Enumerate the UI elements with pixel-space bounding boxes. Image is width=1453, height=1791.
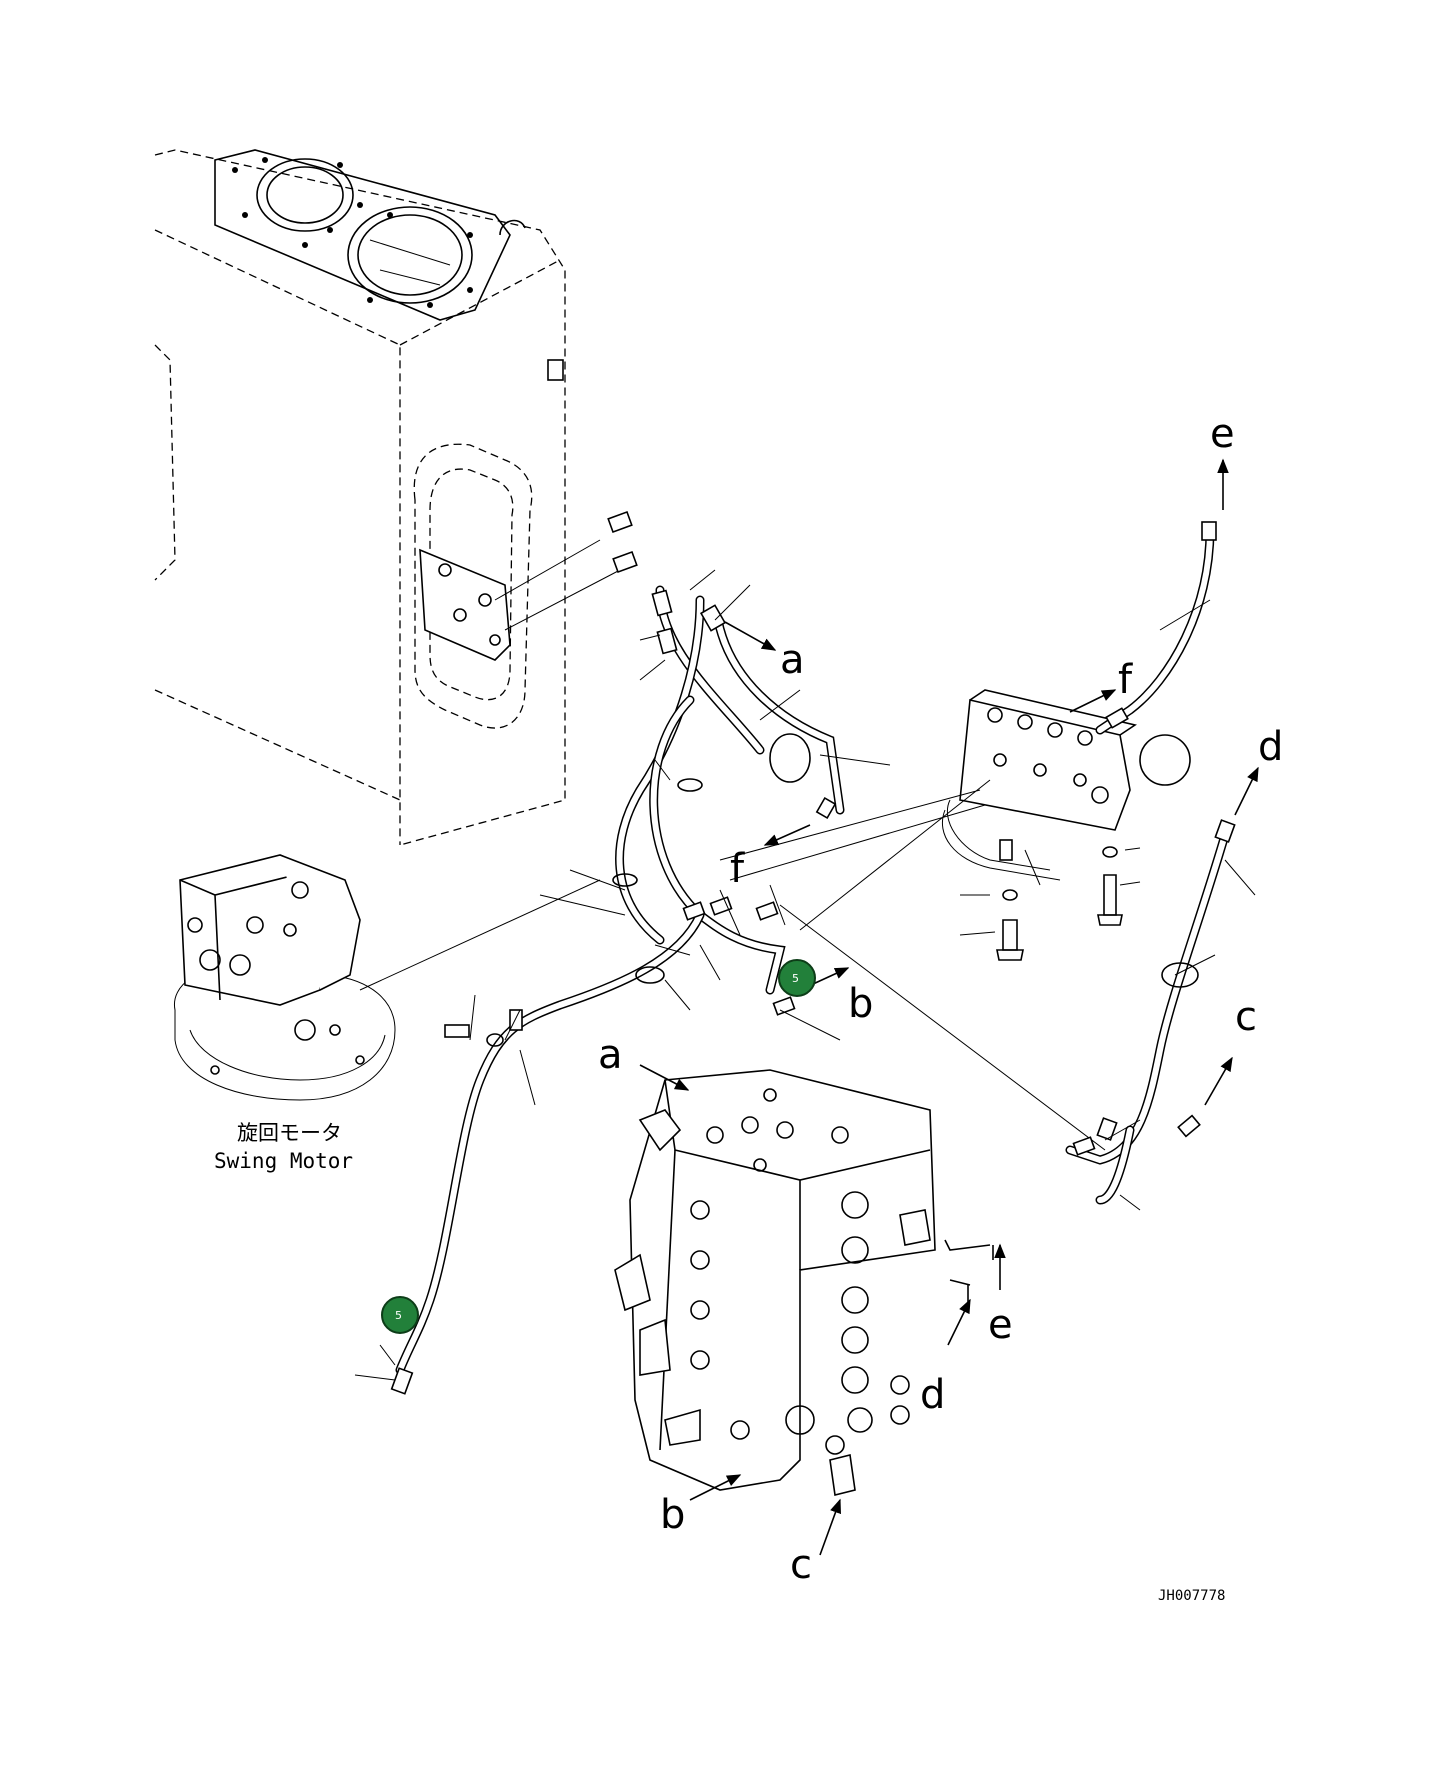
hoses: [390, 510, 1236, 1395]
callout-badge[interactable]: 5: [381, 1296, 419, 1334]
connection-letters: a a b b c c d d e e f f: [598, 411, 1283, 1588]
letter-a-top: a: [780, 637, 805, 683]
letter-b-top: b: [848, 981, 873, 1027]
badge-number: 5: [792, 972, 799, 985]
swing-motor-label-jp: 旋回モータ: [237, 1121, 342, 1145]
leader-lines: [354, 569, 1256, 1381]
swing-motor-label-en: Swing Motor: [214, 1149, 353, 1173]
letter-f-left: f: [730, 846, 745, 892]
letter-c-right: c: [1235, 994, 1257, 1040]
connection-arrows: [639, 458, 1259, 1556]
letter-e-bottom: e: [988, 1302, 1013, 1348]
letter-d-right: d: [1258, 724, 1283, 770]
callout-badge[interactable]: 5: [778, 959, 816, 997]
letter-f-right: f: [1118, 657, 1133, 703]
letter-d-bottom: d: [920, 1372, 945, 1418]
letter-a-bottom: a: [598, 1032, 623, 1078]
badge-number: 5: [395, 1309, 402, 1322]
hydraulic-tank: [154, 149, 621, 846]
solenoid-valve-block: [941, 689, 1191, 961]
letter-b-bottom: b: [660, 1492, 685, 1538]
letter-c-bottom: c: [790, 1542, 812, 1588]
swing-motor: [173, 854, 601, 1101]
control-valve: [614, 1069, 936, 1496]
drawing-number: JH007778: [1158, 1588, 1225, 1604]
letter-e-top: e: [1210, 411, 1235, 457]
